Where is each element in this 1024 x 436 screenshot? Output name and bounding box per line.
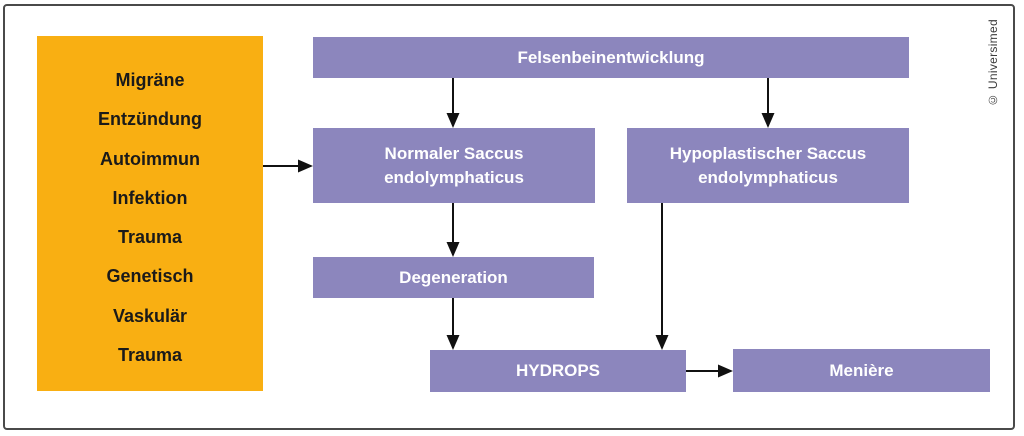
node-label-line1: Hypoplastischer Saccus [669, 143, 867, 163]
node-normaler-saccus: Normaler Saccus endolymphaticus [313, 128, 595, 203]
cause-item-vaskulaer: Vaskulär [112, 305, 188, 326]
node-meniere: Menière [733, 349, 990, 392]
cause-item-migraene: Migräne [115, 70, 185, 90]
cause-item-entzuendung: Entzündung [98, 109, 202, 130]
outer-border [3, 4, 1015, 430]
node-label: HYDROPS [515, 361, 601, 380]
cause-item-autoimmun: Autoimmun [100, 148, 200, 169]
cause-item-genetisch: Genetisch [106, 266, 194, 287]
node-hydrops: HYDROPS [430, 350, 686, 392]
node-label-line2: endolymphaticus [384, 167, 524, 187]
causes-box: Migräne Entzündung Autoimmun Infektion T… [37, 36, 263, 391]
node-hypoplastischer-saccus: Hypoplastischer Saccus endolymphaticus [627, 128, 909, 203]
node-label-line2: endolymphaticus [698, 167, 838, 187]
node-degeneration: Degeneration [313, 257, 594, 298]
copyright-credit: © Universimed [986, 19, 1000, 107]
node-label: Degeneration [399, 267, 508, 287]
cause-item-infektion: Infektion [112, 187, 188, 208]
node-felsenbeinentwicklung: Felsenbeinentwicklung [313, 37, 909, 78]
cause-item-trauma-1: Trauma [117, 227, 183, 248]
node-label-line1: Normaler Saccus [384, 143, 524, 163]
node-label: Felsenbeinentwicklung [517, 47, 705, 67]
cause-item-trauma-2: Trauma [117, 344, 183, 365]
node-label: Menière [829, 360, 894, 380]
